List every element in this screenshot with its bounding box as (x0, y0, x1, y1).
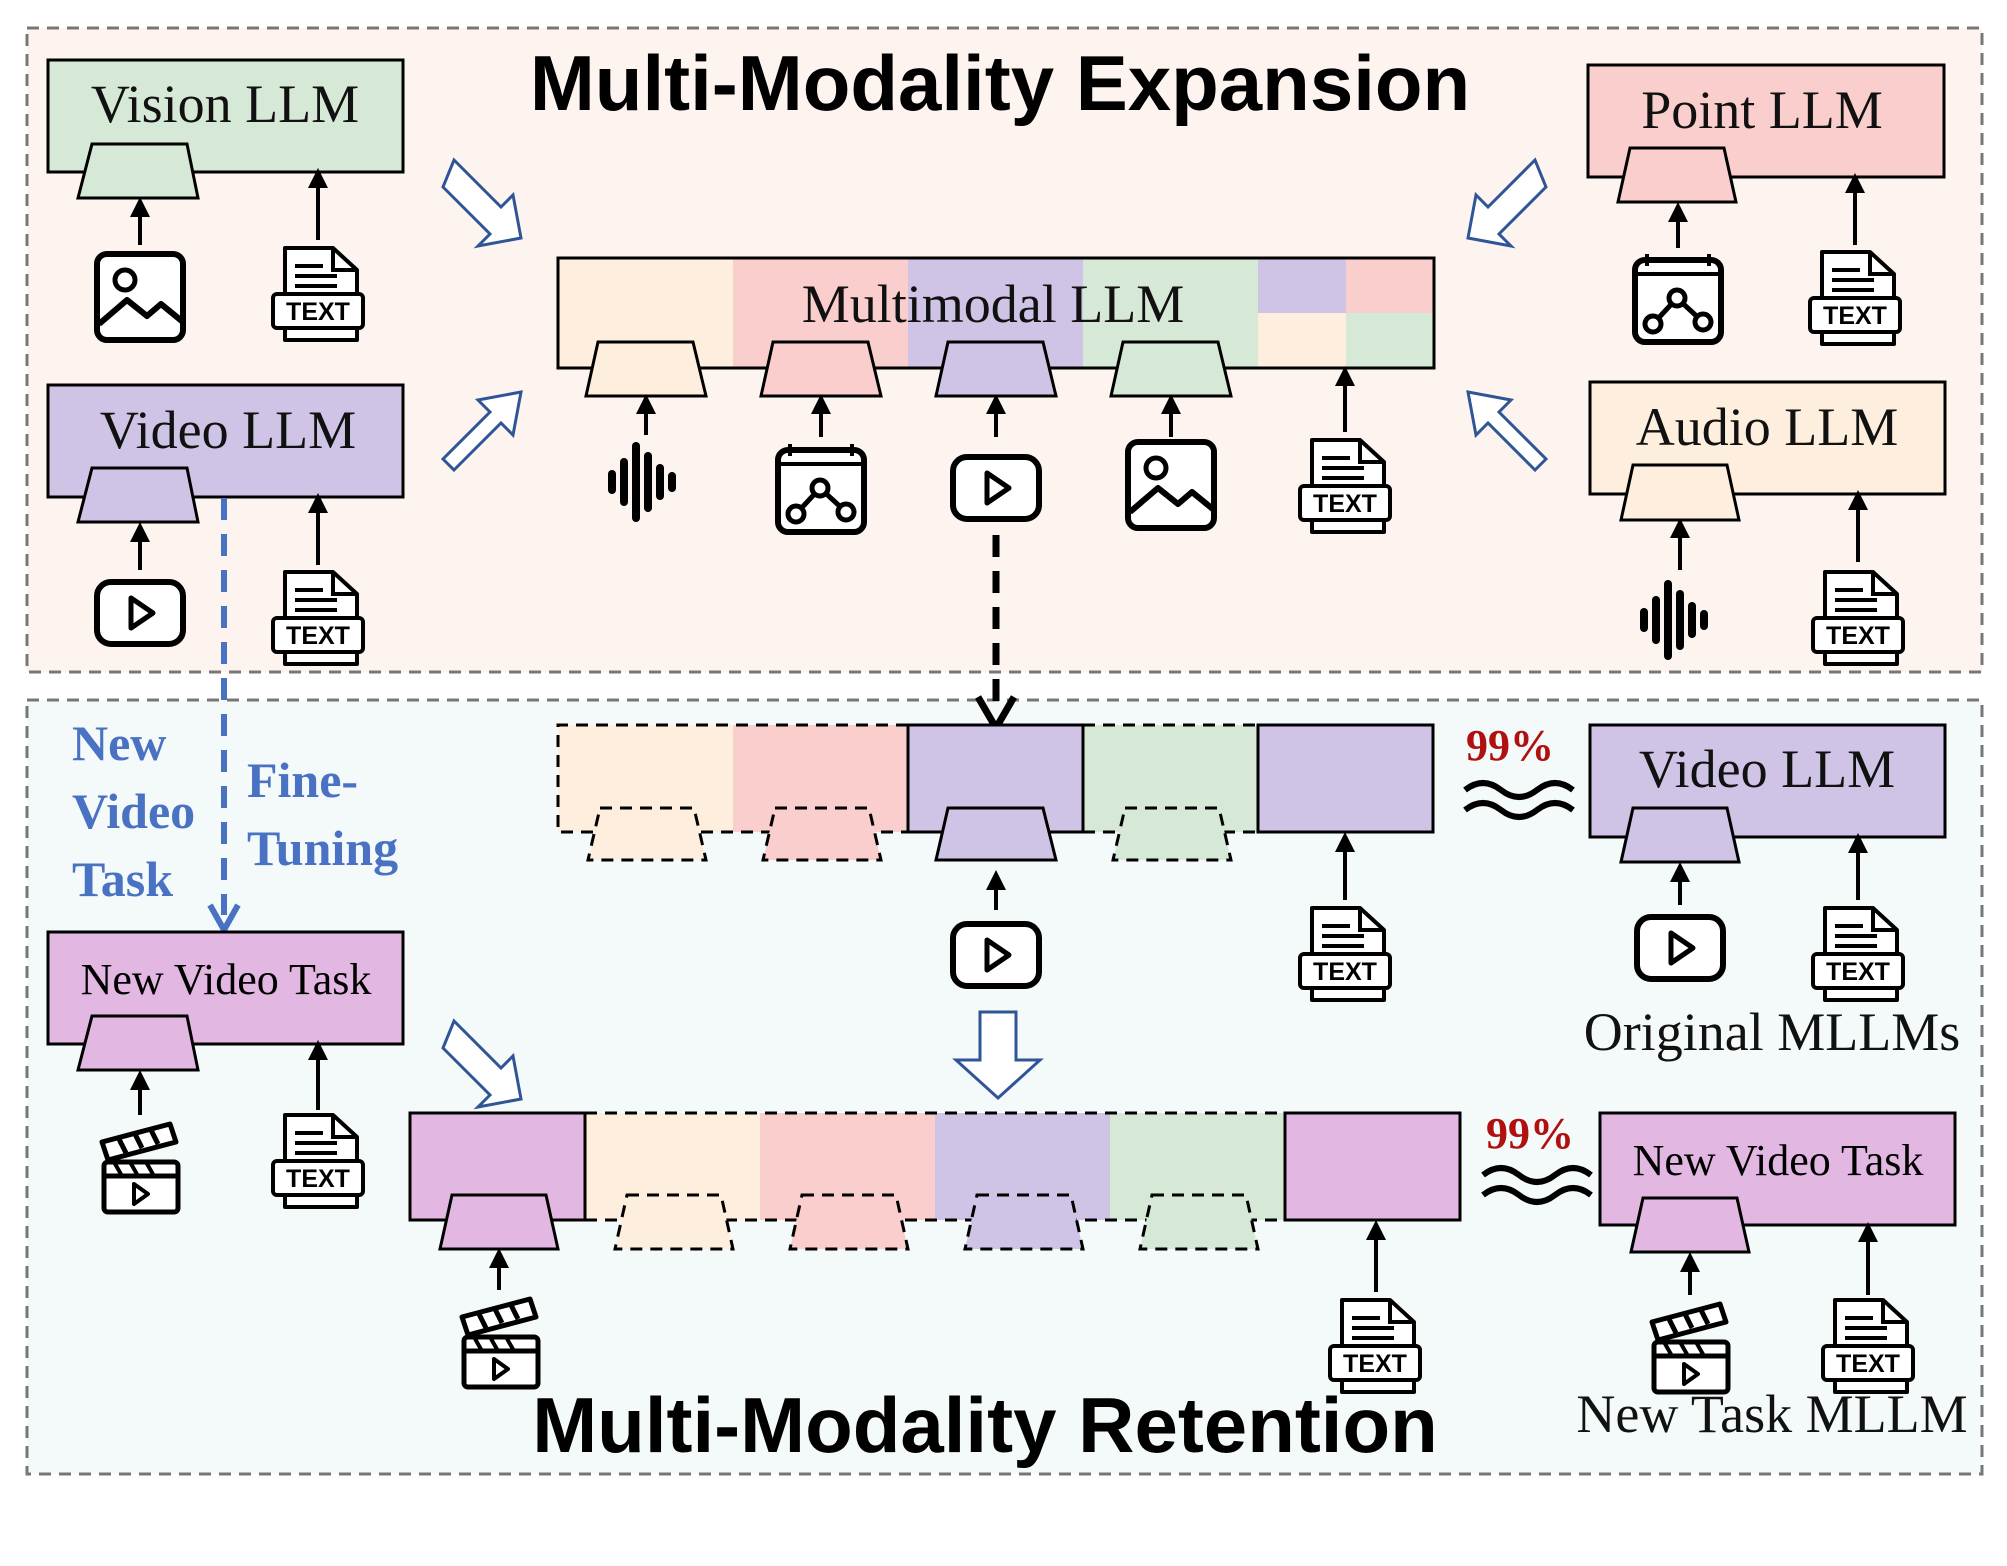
arrow-hollow-down (952, 1010, 1044, 1101)
multimodal-llm-block: Multimodal LLM (556, 256, 1436, 437)
point-llm-block: Point LLM (1586, 63, 1946, 248)
text-file-icon: TEXT (1811, 570, 1905, 666)
text-file-icon: TEXT (1808, 250, 1902, 346)
point-encoder (1616, 146, 1738, 204)
text-icon-label: TEXT (286, 1165, 350, 1193)
text-file-icon: TEXT (271, 246, 365, 342)
image-icon (94, 251, 186, 343)
image-icon (1125, 439, 1217, 531)
text-file-icon: TEXT (1298, 438, 1392, 534)
arrow-hollow-nw-bottom (441, 1018, 523, 1110)
video-llm-block: Video LLM (46, 383, 405, 570)
text-file-icon: TEXT (1298, 906, 1392, 1002)
video-play-icon (950, 921, 1042, 989)
text-icon-label: TEXT (1823, 302, 1887, 330)
mm-point-encoder (759, 340, 883, 398)
audio-waveform-icon (1640, 580, 1708, 660)
audio-llm-block: Audio LLM (1588, 380, 1947, 570)
text-icon-label: TEXT (1826, 622, 1890, 650)
text-segment-row2 (1283, 1111, 1462, 1222)
fine-tuning-label: Fine-Tuning (247, 752, 398, 876)
retention-row-2 (408, 1111, 1462, 1292)
retention-row-1 (556, 723, 1435, 910)
text-icon-label: TEXT (286, 622, 350, 650)
text-icon-label: TEXT (286, 298, 350, 326)
mm-video-encoder (934, 340, 1058, 398)
text-icon-label: TEXT (1836, 1350, 1900, 1378)
point-cloud-icon (775, 444, 867, 535)
new-task-mllm-caption: New Task MLLM (1576, 1384, 1967, 1444)
new-task-encoder-row2 (438, 1193, 560, 1251)
new-task-mllm-box-label: New Video Task (1633, 1136, 1924, 1185)
mm-audio-encoder (584, 340, 708, 398)
mm-vision-encoder (1109, 340, 1233, 398)
audio-encoder (1619, 463, 1741, 522)
point-llm-label: Point LLM (1641, 80, 1883, 140)
video-play-icon (1634, 914, 1726, 982)
new-video-task-left-label: New Video Task (81, 955, 372, 1004)
text-file-icon: TEXT (1811, 906, 1905, 1002)
clapperboard-icon (99, 1121, 181, 1215)
approx-symbol-1 (1463, 780, 1575, 820)
point-cloud-icon (1632, 254, 1724, 345)
approx-symbol-2 (1481, 1165, 1593, 1205)
original-video-llm-block: Video LLM Original MLLMs (1584, 723, 1960, 1062)
text-icon-label: TEXT (1313, 490, 1377, 518)
video-play-icon (94, 579, 186, 647)
original-mllms-caption: Original MLLMs (1584, 1002, 1960, 1062)
video-play-icon (950, 454, 1042, 522)
icon-layer: TEXT TEXT TEXT TEXT TEXT TEXT TEXT TEXT TEXT TEXT (94, 246, 1915, 1395)
text-file-icon: TEXT (271, 1113, 365, 1209)
text-segment-row1 (1256, 723, 1435, 834)
new-task-encoder-left (76, 1014, 200, 1072)
vision-llm-block: Vision LLM (46, 58, 405, 245)
text-file-icon: TEXT (271, 570, 365, 666)
text-icon-label: TEXT (1343, 1350, 1407, 1378)
new-video-task-left-block: New Video Task (46, 930, 405, 1115)
video-llm-label: Video LLM (100, 400, 356, 460)
similarity-label-1: 99% (1466, 721, 1554, 770)
multimodal-llm-label: Multimodal LLM (802, 274, 1184, 334)
retained-video-encoder (934, 806, 1058, 862)
arrow-hollow-se (1466, 390, 1549, 473)
arrow-hollow-nw (441, 157, 523, 249)
audio-waveform-icon (608, 442, 676, 522)
clapperboard-icon (1649, 1301, 1731, 1395)
text-file-icon: TEXT (1328, 1298, 1422, 1394)
text-file-icon: TEXT (1821, 1298, 1915, 1394)
arrow-hollow-ne (1466, 157, 1548, 249)
text-icon-label: TEXT (1313, 958, 1377, 986)
expansion-title: Multi-Modality Expansion (530, 39, 1470, 127)
arrow-hollow-sw (440, 390, 523, 473)
retention-title: Multi-Modality Retention (532, 1381, 1438, 1469)
audio-llm-label: Audio LLM (1636, 397, 1899, 457)
original-video-llm-label: Video LLM (1639, 739, 1895, 799)
similarity-label-2: 99% (1486, 1109, 1574, 1158)
text-icon-label: TEXT (1826, 958, 1890, 986)
video-encoder (76, 466, 200, 524)
vision-encoder (76, 142, 200, 200)
clapperboard-icon (459, 1296, 541, 1390)
vision-llm-label: Vision LLM (91, 74, 359, 134)
